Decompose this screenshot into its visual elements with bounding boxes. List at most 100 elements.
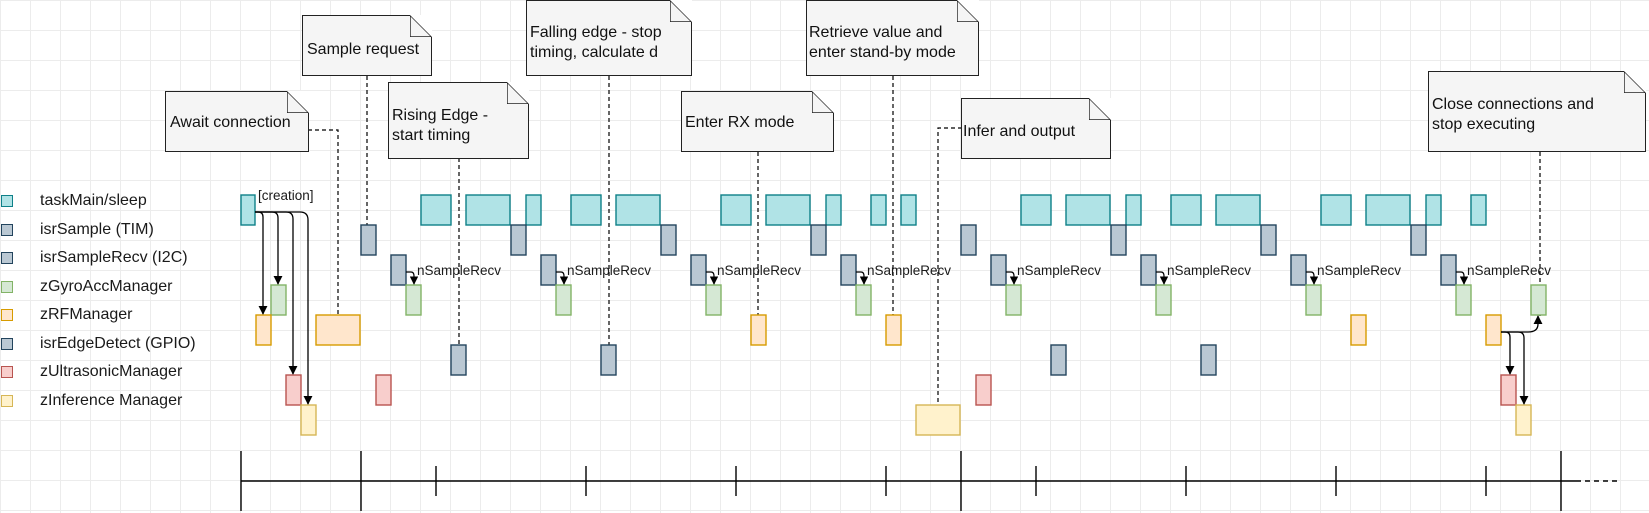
task-block xyxy=(1170,194,1202,226)
task-block xyxy=(1425,194,1442,226)
task-block xyxy=(1470,194,1487,226)
task-block xyxy=(1305,284,1322,316)
task-block xyxy=(750,314,767,346)
arrow xyxy=(1306,271,1319,285)
task-block xyxy=(720,194,752,226)
nsamplerecv-label: nSampleRecv xyxy=(1467,263,1552,278)
task-block xyxy=(1050,344,1067,376)
note-fold-icon xyxy=(670,0,693,22)
task-block xyxy=(840,254,857,286)
note-fold-icon xyxy=(812,90,835,113)
arrow xyxy=(1501,331,1515,375)
task-block xyxy=(765,194,811,226)
legend-swatch-teal xyxy=(1,195,13,207)
task-block xyxy=(825,194,842,226)
note-text: Enter RX mode xyxy=(685,114,795,131)
legend-label: zGyroAccManager xyxy=(40,278,173,295)
task-block xyxy=(525,194,542,226)
note-text: Falling edge - stop timing, calculate d xyxy=(530,24,662,61)
nsamplerecv-label: nSampleRecv xyxy=(717,263,802,278)
legend-swatch-red xyxy=(1,366,13,378)
connector-infer xyxy=(937,127,962,406)
lane-edgedetect xyxy=(450,344,1217,376)
nsamplerecv-label: nSampleRecv xyxy=(567,263,652,278)
task-block xyxy=(600,344,617,376)
task-block xyxy=(1005,284,1022,316)
task-block xyxy=(690,254,707,286)
arrow xyxy=(1456,271,1469,285)
legend-swatch-slate xyxy=(1,252,13,264)
task-block xyxy=(285,374,302,406)
task-block xyxy=(1260,224,1277,256)
task-block xyxy=(1320,194,1352,226)
connector-await xyxy=(308,129,339,316)
task-block xyxy=(1500,374,1517,406)
creation-arrows xyxy=(255,211,313,405)
legend-label: isrSampleRecv (I2C) xyxy=(40,249,188,266)
task-block xyxy=(420,194,452,226)
task-block xyxy=(300,404,317,436)
task-block xyxy=(1440,254,1457,286)
arrow xyxy=(856,271,869,285)
task-block xyxy=(570,194,602,226)
arrow xyxy=(1006,271,1019,285)
task-block xyxy=(465,194,511,226)
legend-swatch-green xyxy=(1,281,13,293)
nsamplerecv-label: nSampleRecv xyxy=(867,263,952,278)
legend-label: zUltrasonicManager xyxy=(40,363,183,380)
task-block xyxy=(1020,194,1052,226)
legend-swatch-yellow xyxy=(1,395,13,407)
arrow xyxy=(255,211,313,405)
task-block xyxy=(855,284,872,316)
note-connectors xyxy=(308,76,1541,406)
legend-swatch-orange xyxy=(1,309,13,321)
nsamplerecv-label: nSampleRecv xyxy=(417,263,502,278)
arrow xyxy=(406,271,419,285)
note-retrieve-value: Retrieve value and enter stand-by mode xyxy=(806,0,980,76)
task-block xyxy=(1125,194,1142,226)
note-falling-edge: Falling edge - stop timing, calculate d xyxy=(526,0,693,76)
lane-isrsample xyxy=(360,224,1427,256)
task-block xyxy=(1215,194,1261,226)
creation-label: [creation] xyxy=(258,188,314,203)
arrow xyxy=(1156,271,1169,285)
arrow xyxy=(255,211,268,315)
note-rising-edge: Rising Edge - start timing xyxy=(388,81,530,159)
task-block xyxy=(1455,284,1472,316)
lane-inference xyxy=(300,404,1532,436)
note-sample-request: Sample request xyxy=(302,14,433,76)
note-await-connection: Await connection xyxy=(165,90,310,152)
nsamplerecv-label: nSampleRecv xyxy=(1317,263,1402,278)
note-enter-rx: Enter RX mode xyxy=(681,90,835,152)
task-block xyxy=(915,404,961,436)
note-text: Retrieve value and enter stand-by mode xyxy=(809,24,956,61)
lane-rfmanager xyxy=(255,314,1502,346)
task-block xyxy=(450,344,467,376)
note-close-connections: Close connections and stop executing xyxy=(1428,70,1647,152)
shutdown-arrows xyxy=(1501,315,1543,405)
task-block xyxy=(900,194,917,226)
task-block xyxy=(1290,254,1307,286)
note-fold-icon xyxy=(287,90,310,113)
note-fold-icon xyxy=(410,14,433,37)
legend-label: isrSample (TIM) xyxy=(40,221,154,238)
task-block xyxy=(615,194,661,226)
task-block xyxy=(990,254,1007,286)
task-block xyxy=(1485,314,1502,346)
note-text: Await connection xyxy=(170,114,291,131)
task-block xyxy=(1410,224,1427,256)
task-block xyxy=(510,224,527,256)
task-block xyxy=(870,194,887,226)
task-block xyxy=(1110,224,1127,256)
task-block xyxy=(810,224,827,256)
note-fold-icon xyxy=(957,0,980,22)
lane-ultrasonic xyxy=(285,374,1517,406)
arrow xyxy=(255,211,283,285)
note-fold-icon xyxy=(1624,70,1647,93)
task-block xyxy=(1200,344,1217,376)
task-block xyxy=(1065,194,1111,226)
note-text: Infer and output xyxy=(963,123,1076,140)
task-block xyxy=(270,284,287,316)
task-block xyxy=(975,374,992,406)
